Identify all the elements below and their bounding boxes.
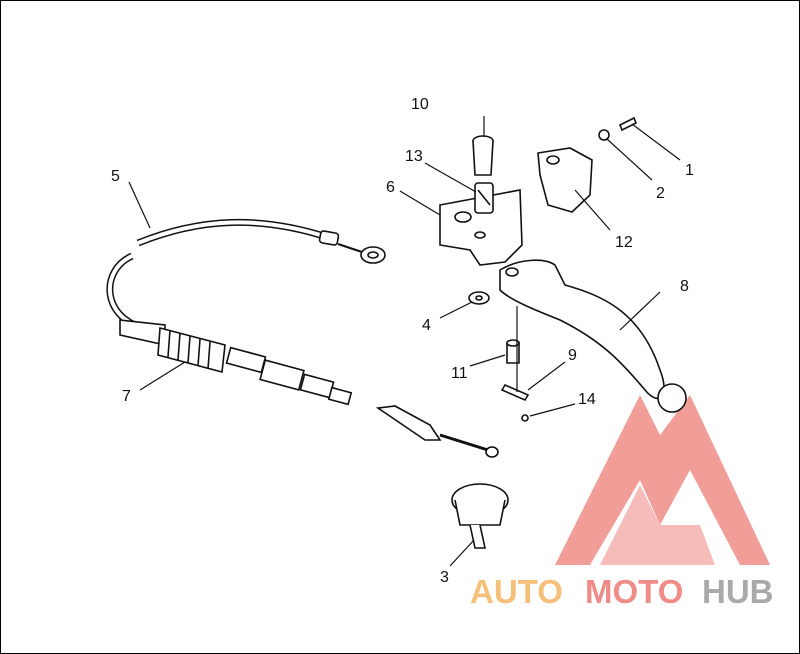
leader-lines <box>128 116 681 567</box>
handlebar-clamp <box>537 147 593 213</box>
cable-boot <box>157 326 226 374</box>
watermark-moto: MOTO <box>585 573 683 610</box>
clip-and-ring <box>500 306 530 422</box>
spring <box>474 182 494 214</box>
cable-clamp <box>451 483 509 549</box>
screw-and-washer <box>598 116 638 141</box>
callout-4: 4 <box>422 317 431 334</box>
callout-7: 7 <box>122 388 131 405</box>
callout-5: 5 <box>111 168 120 185</box>
watermark-auto: AUTO <box>470 573 563 610</box>
callout-10: 10 <box>411 96 429 113</box>
callout-1: 1 <box>685 162 694 179</box>
callout-labels: 1 2 3 4 5 6 7 8 9 10 11 12 13 14 <box>111 96 694 586</box>
lever-pin <box>506 339 520 364</box>
callout-14: 14 <box>578 391 596 408</box>
callout-8: 8 <box>680 278 689 295</box>
callout-6: 6 <box>386 179 395 196</box>
watermark-text: AUTO MOTO HUB <box>470 573 774 610</box>
callout-13: 13 <box>405 148 423 165</box>
callout-11: 11 <box>451 365 468 382</box>
clutch-lever <box>499 259 687 413</box>
clutch-cable-assembly <box>106 218 499 458</box>
watermark-hub: HUB <box>702 573 774 610</box>
lever-bracket <box>439 189 523 266</box>
watermark-logo <box>555 395 770 565</box>
callout-12: 12 <box>615 234 633 251</box>
callout-9: 9 <box>568 347 577 364</box>
lever-nut <box>468 291 490 305</box>
callout-2: 2 <box>656 185 665 202</box>
callout-3: 3 <box>440 569 449 586</box>
pivot-pin <box>472 135 494 176</box>
